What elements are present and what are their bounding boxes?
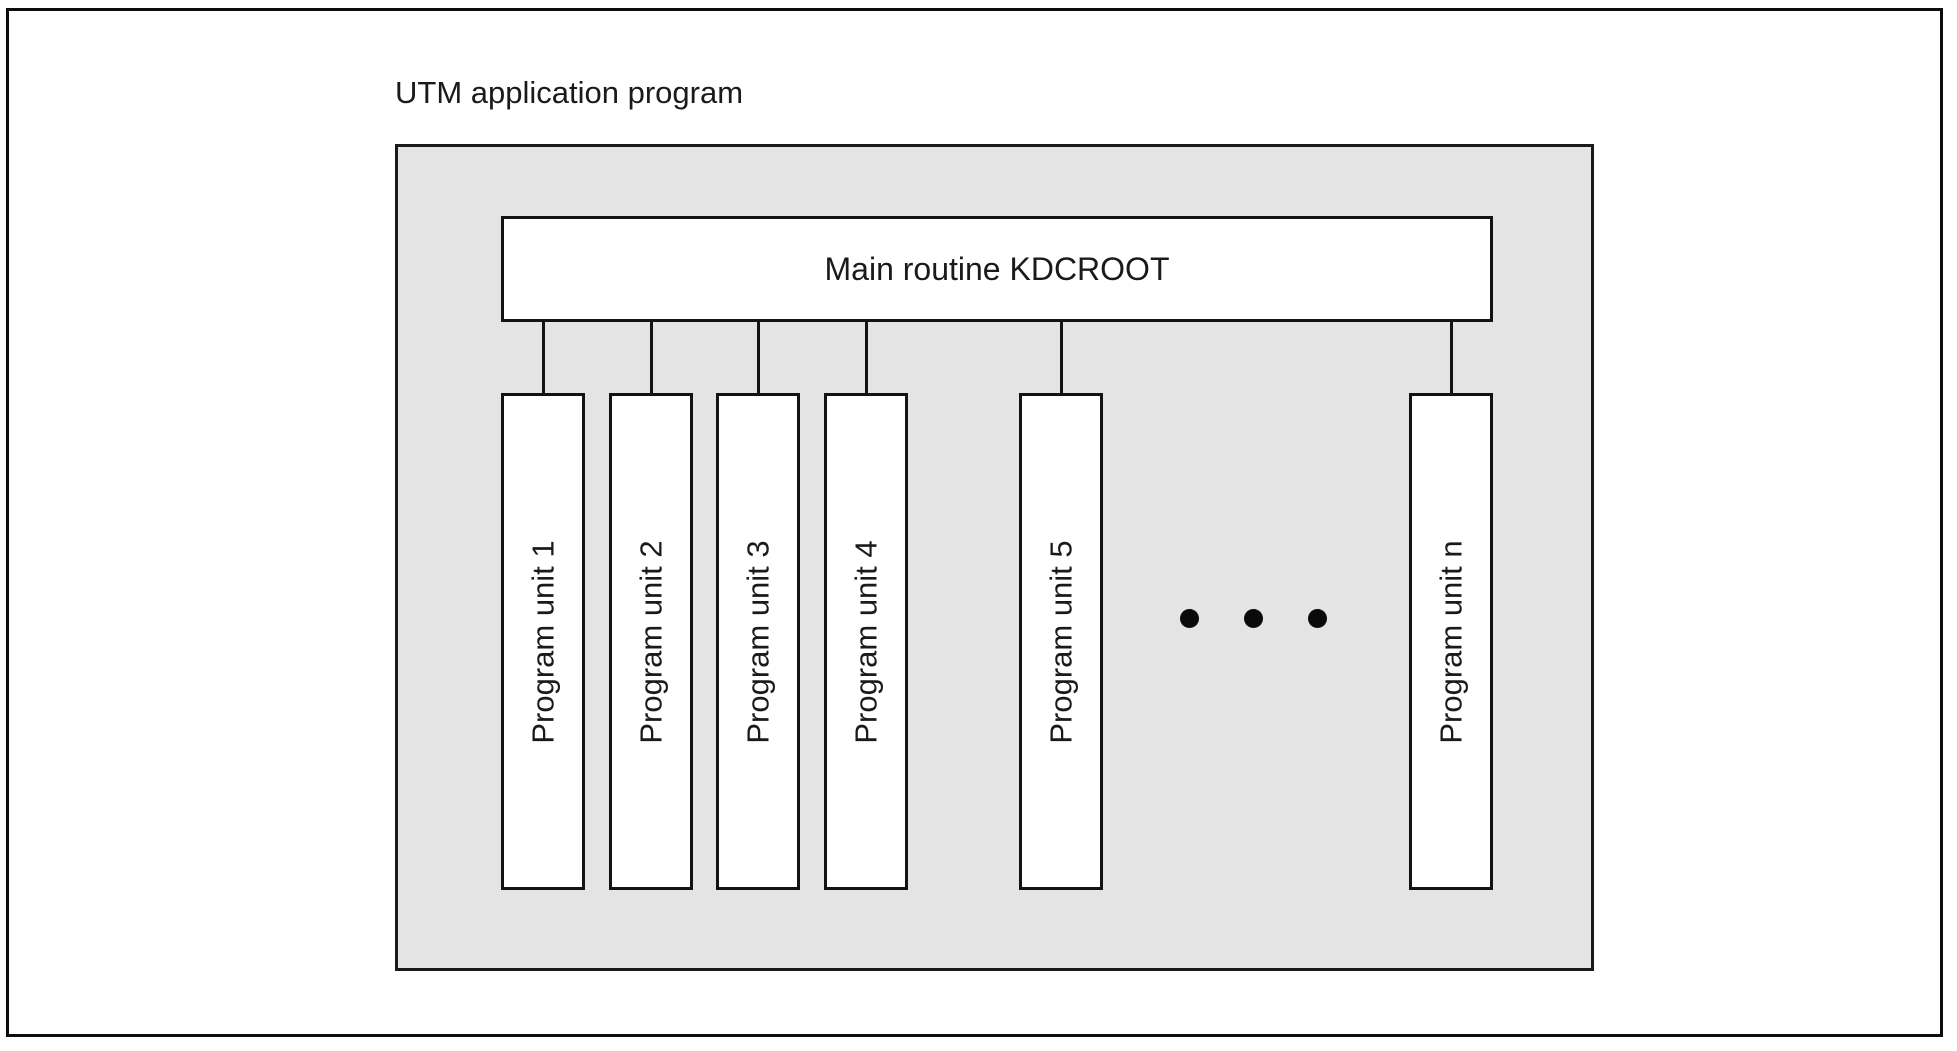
program-unit-label-2: Program unit 2 — [633, 539, 669, 744]
connector-line-unit-3 — [757, 319, 760, 396]
main-routine-box: Main routine KDCROOT — [501, 216, 1493, 322]
program-unit-box-5: Program unit 5 — [1019, 393, 1103, 890]
main-routine-label: Main routine KDCROOT — [824, 250, 1170, 287]
ellipsis-dot-2 — [1244, 609, 1263, 628]
diagram-title: UTM application program — [395, 75, 744, 110]
program-unit-label-n: Program unit n — [1433, 539, 1469, 744]
program-unit-label-5: Program unit 5 — [1043, 539, 1079, 744]
program-unit-box-1: Program unit 1 — [501, 393, 585, 890]
ellipsis-dot-3 — [1308, 609, 1327, 628]
diagram-outer-frame: UTM application program Main routine KDC… — [6, 8, 1943, 1037]
connector-line-unit-5 — [1060, 319, 1063, 396]
program-unit-label-4: Program unit 4 — [848, 539, 884, 744]
connector-line-unit-4 — [865, 319, 868, 396]
program-unit-box-3: Program unit 3 — [716, 393, 800, 890]
connector-line-unit-1 — [542, 319, 545, 396]
program-unit-box-4: Program unit 4 — [824, 393, 908, 890]
program-unit-box-2: Program unit 2 — [609, 393, 693, 890]
program-unit-label-1: Program unit 1 — [525, 539, 561, 744]
ellipsis-dot-1 — [1180, 609, 1199, 628]
connector-line-unit-2 — [650, 319, 653, 396]
connector-line-unit-n — [1450, 319, 1453, 396]
program-unit-box-n: Program unit n — [1409, 393, 1493, 890]
program-unit-label-3: Program unit 3 — [740, 539, 776, 744]
